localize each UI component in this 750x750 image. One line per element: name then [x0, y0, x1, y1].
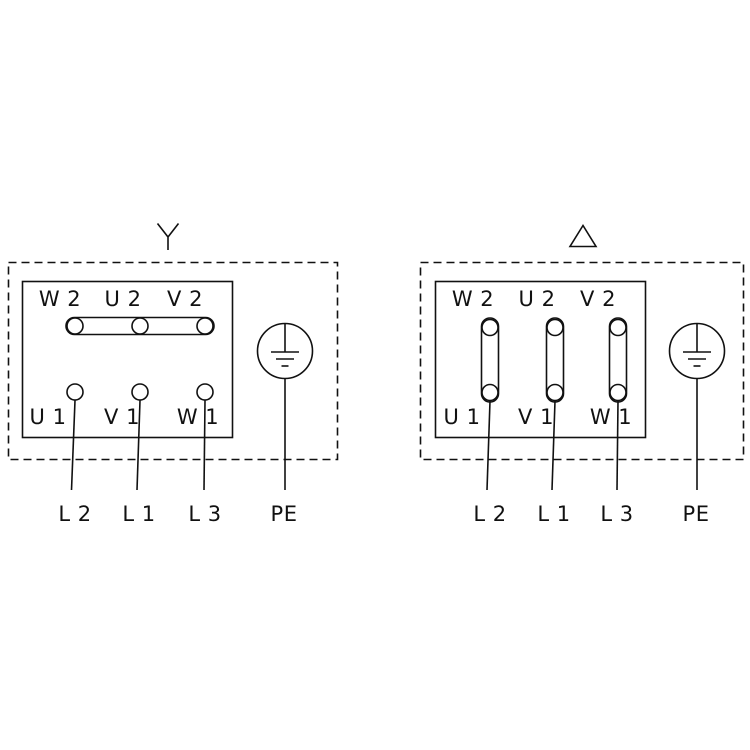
delta-icon [568, 223, 598, 248]
terminal-w2 [481, 318, 499, 337]
terminal-label-w2: W 2 [39, 287, 81, 311]
supply-label-l2: L 2 [58, 502, 91, 526]
terminal-w1 [609, 383, 627, 402]
terminal-u1 [481, 383, 499, 402]
supply-line-l2 [70, 400, 76, 491]
terminal-label-v1: V 1 [104, 405, 140, 429]
terminal-w1 [196, 383, 214, 401]
pe-label: PE [271, 502, 298, 526]
terminal-u1 [66, 383, 84, 401]
terminal-u2 [131, 317, 149, 335]
delta-terminal-box [434, 280, 647, 439]
terminal-v2 [609, 318, 627, 337]
delta-connection-diagram: W 2 U 2 V 2 U 1 V 1 W 1 L 2 L 1 L 3 PE [419, 223, 745, 526]
supply-line-l1 [551, 400, 556, 491]
pe-earth-icon [683, 324, 711, 367]
terminal-v1 [546, 383, 564, 402]
terminal-label-v2: V 2 [580, 287, 616, 311]
supply-label-l2: L 2 [473, 502, 506, 526]
supply-label-l1: L 1 [122, 502, 155, 526]
supply-label-l3: L 3 [188, 502, 221, 526]
supply-line-l1 [136, 400, 141, 491]
star-icon [156, 223, 180, 250]
terminal-w2 [66, 317, 84, 335]
terminal-v1 [131, 383, 149, 401]
terminal-label-u2: U 2 [105, 287, 142, 311]
supply-line-l3 [616, 400, 619, 491]
terminal-v2 [196, 317, 214, 335]
terminal-label-v1: V 1 [518, 405, 554, 429]
terminal-label-u2: U 2 [519, 287, 556, 311]
star-dashed-border [7, 261, 339, 461]
terminal-label-w1: W 1 [590, 405, 632, 429]
terminal-u2 [546, 318, 564, 337]
terminal-label-u1: U 1 [444, 405, 481, 429]
pe-label: PE [683, 502, 710, 526]
terminal-label-u1: U 1 [30, 405, 67, 429]
terminal-label-v2: V 2 [167, 287, 203, 311]
supply-line-l3 [203, 400, 206, 491]
terminal-label-w2: W 2 [452, 287, 494, 311]
star-terminal-box [21, 280, 234, 439]
pe-earth-icon [271, 324, 299, 367]
supply-label-l3: L 3 [600, 502, 633, 526]
star-connection-diagram: W 2 U 2 V 2 U 1 V 1 W 1 L 2 L 1 L 3 PE [7, 223, 339, 526]
supply-label-l1: L 1 [537, 502, 570, 526]
terminal-label-w1: W 1 [177, 405, 219, 429]
supply-line-l2 [486, 400, 491, 491]
delta-dashed-border [419, 261, 745, 461]
